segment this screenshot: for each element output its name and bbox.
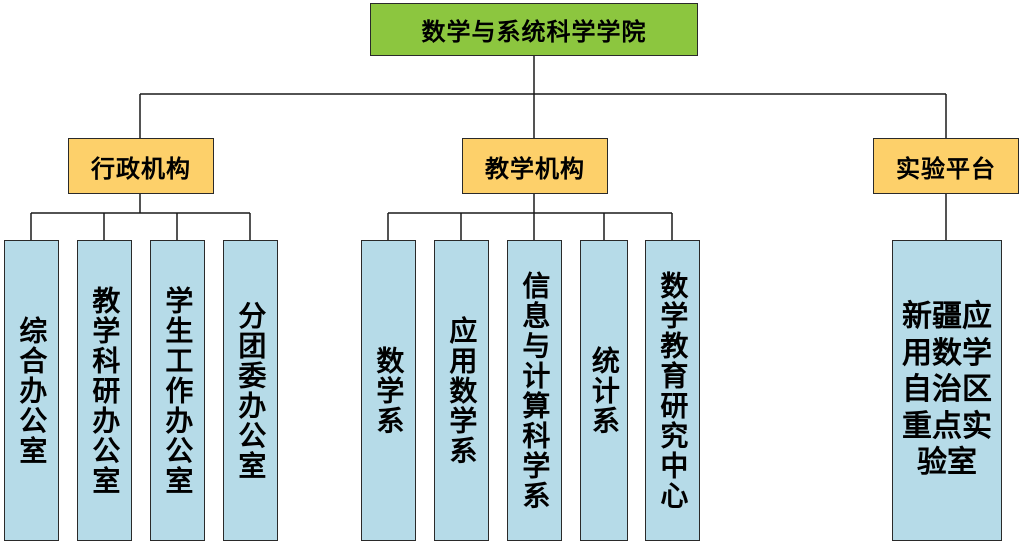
- leaf-label: 分团委办公室: [234, 300, 268, 481]
- category-teaching: 教学机构: [462, 138, 608, 194]
- category-lab-label: 实验平台: [896, 153, 996, 183]
- leaf-label: 应用数学系: [445, 315, 479, 466]
- leaf-label: 新疆应用数学自治区重点实验室: [902, 299, 992, 481]
- leaf-label: 信息与计算科学系: [518, 270, 552, 511]
- root-label: 数学与系统科学学院: [421, 17, 647, 46]
- leaf-statistics-dept: 统计系: [580, 240, 628, 541]
- leaf-math-dept: 数学系: [361, 240, 416, 541]
- category-lab: 实验平台: [873, 138, 1019, 194]
- leaf-applied-math-dept: 应用数学系: [434, 240, 489, 541]
- category-admin-label: 行政机构: [91, 153, 191, 183]
- leaf-label: 统计系: [587, 345, 621, 436]
- leaf-label: 综合办公室: [15, 315, 49, 466]
- leaf-label: 数学系: [372, 345, 406, 436]
- leaf-info-computing-dept: 信息与计算科学系: [507, 240, 562, 541]
- leaf-key-laboratory: 新疆应用数学自治区重点实验室: [892, 240, 1002, 541]
- leaf-label: 数学教育研究中心: [656, 270, 690, 511]
- leaf-youth-league-office: 分团委办公室: [223, 240, 278, 541]
- leaf-label: 教学科研办公室: [88, 285, 122, 496]
- leaf-student-affairs-office: 学生工作办公室: [150, 240, 205, 541]
- category-admin: 行政机构: [68, 138, 214, 194]
- category-teaching-label: 教学机构: [485, 153, 585, 183]
- leaf-teaching-research-office: 教学科研办公室: [77, 240, 132, 541]
- leaf-general-office: 综合办公室: [4, 240, 59, 541]
- leaf-label: 学生工作办公室: [161, 285, 195, 496]
- leaf-math-education-center: 数学教育研究中心: [645, 240, 700, 541]
- root-node: 数学与系统科学学院: [370, 3, 698, 56]
